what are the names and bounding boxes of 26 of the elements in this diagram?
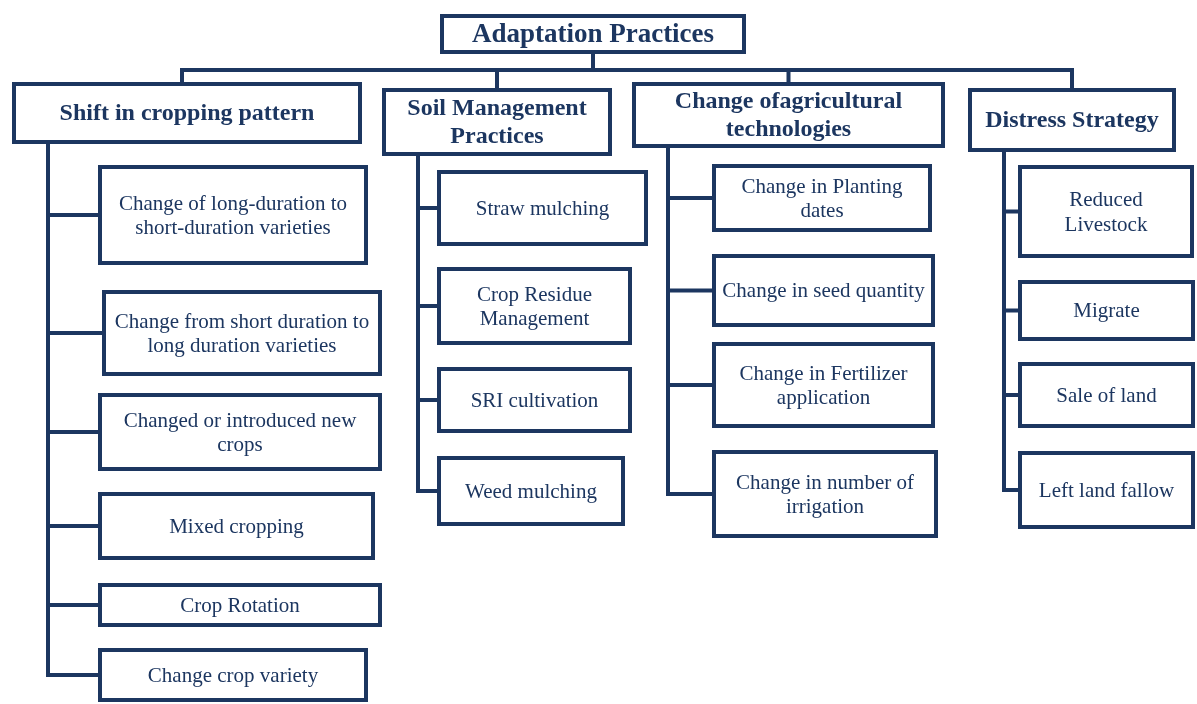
practice-box: Change in seed quantity (712, 254, 935, 327)
practice-box: Reduced Livestock (1018, 165, 1194, 258)
practice-box: Migrate (1018, 280, 1195, 341)
practice-box: SRI cultivation (437, 367, 632, 433)
practice-box: Left land fallow (1018, 451, 1195, 529)
practice-box: Change from short duration to long duration varieties (102, 290, 382, 376)
practice-box: Sale of land (1018, 362, 1195, 428)
practice-box: Weed mulching (437, 456, 625, 526)
category-box: Shift in cropping pattern (12, 82, 362, 144)
practice-box: Change in number of irrigation (712, 450, 938, 538)
category-box: Soil Management Practices (382, 88, 612, 156)
practice-box: Change crop variety (98, 648, 368, 702)
connector-line (591, 54, 1074, 88)
practice-box: Change in Planting dates (712, 164, 932, 232)
practice-box: Changed or introduced new crops (98, 393, 382, 471)
practice-box: Mixed cropping (98, 492, 375, 560)
category-box: Adaptation Practices (440, 14, 746, 54)
connector-line (666, 148, 712, 496)
connector-line (1002, 152, 1018, 492)
practice-box: Crop Residue Management (437, 267, 632, 345)
practice-box: Change in Fertilizer application (712, 342, 935, 428)
practice-box: Crop Rotation (98, 583, 382, 627)
category-box: Change ofagricultural technologies (632, 82, 945, 148)
practice-box: Straw mulching (437, 170, 648, 246)
category-box: Distress Strategy (968, 88, 1176, 152)
practice-box: Change of long-duration to short-duration varieties (98, 165, 368, 265)
